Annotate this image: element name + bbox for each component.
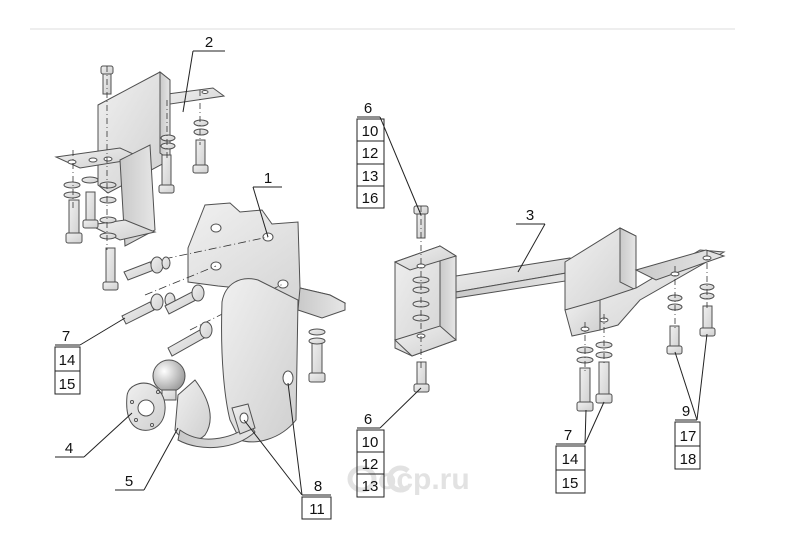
callout-14-right: 14	[562, 451, 579, 468]
right-beam-fasteners	[412, 205, 716, 412]
callout-13-bottom: 13	[362, 478, 379, 495]
callout-6-top: 6	[364, 100, 372, 117]
callout-labels: 1 2 3 4 5 6 10 12 13 16 6 10 12 13 7 14 …	[59, 34, 697, 518]
callout-7-left: 7	[62, 328, 70, 345]
left-bracket-assembly	[54, 70, 226, 247]
callout-8: 8	[314, 478, 322, 495]
tow-hook-body	[174, 278, 299, 449]
left-bracket-axis-lines	[72, 66, 201, 250]
callout-10-bottom: 10	[362, 434, 379, 451]
callout-10-top: 10	[362, 123, 379, 140]
callout-4: 4	[65, 440, 73, 457]
callout-5: 5	[125, 473, 133, 490]
callout-15-right: 15	[562, 475, 579, 492]
callout-2: 2	[205, 34, 213, 51]
callout-3: 3	[526, 207, 534, 224]
callout-18: 18	[680, 451, 697, 468]
plate-bolts	[121, 256, 326, 383]
callout-14-left: 14	[59, 352, 76, 369]
right-beam-axis-lines	[420, 206, 708, 372]
callout-15-left: 15	[59, 376, 76, 393]
callout-12-top: 12	[362, 145, 379, 162]
callout-7-right: 7	[564, 427, 572, 444]
tow-ball	[152, 359, 186, 401]
callout-boxes	[54, 118, 701, 520]
callout-17: 17	[680, 428, 697, 445]
callout-11: 11	[309, 501, 325, 518]
callout-6-bottom: 6	[364, 411, 372, 428]
socket-plate	[126, 382, 166, 431]
callout-13-top: 13	[362, 168, 379, 185]
callout-1: 1	[264, 170, 272, 187]
svg-text:ocp.ru: ocp.ru	[378, 463, 470, 496]
callout-9: 9	[682, 403, 690, 420]
watermark-logo: ocp.ru	[347, 463, 470, 496]
callout-12-bottom: 12	[362, 456, 379, 473]
leader-lines	[55, 50, 708, 496]
callout-16-top: 16	[362, 190, 379, 207]
